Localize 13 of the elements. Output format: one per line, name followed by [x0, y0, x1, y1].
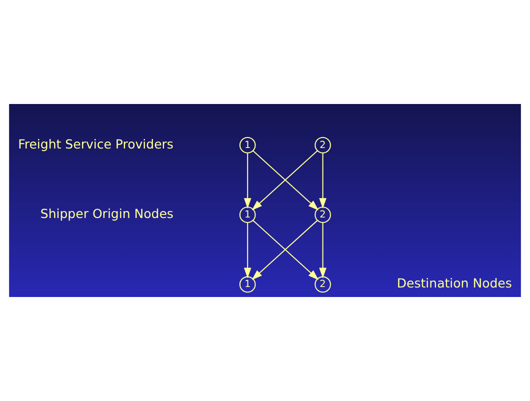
node-circle: 2 [314, 206, 331, 223]
arrow [244, 222, 252, 278]
node-circle: 1 [239, 206, 256, 223]
arrow [244, 152, 252, 209]
arrow [319, 152, 326, 209]
label: Shipper Origin Nodes [40, 206, 174, 221]
node-circle: 1 [239, 276, 256, 293]
node-circle: 2 [314, 276, 331, 293]
arrow [319, 222, 326, 278]
node-circle: 1 [239, 137, 256, 154]
label: Freight Service Providers [18, 136, 174, 152]
node-circle: 2 [314, 137, 331, 154]
label: Destination Nodes [396, 276, 512, 291]
